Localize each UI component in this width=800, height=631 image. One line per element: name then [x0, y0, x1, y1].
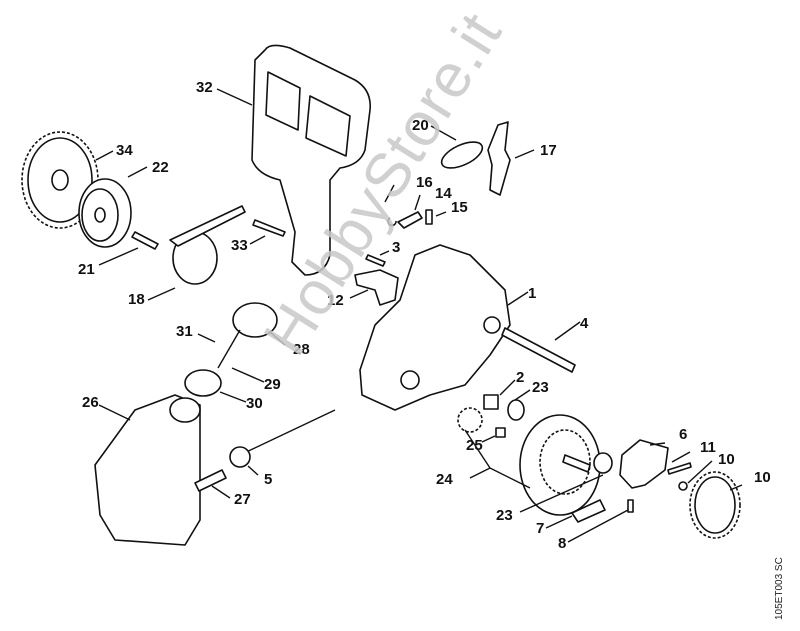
bolt-20-shape: [131, 231, 159, 250]
callout-6: 6: [679, 426, 688, 443]
callout-4: 4: [580, 315, 589, 332]
callout-33: 33: [231, 237, 248, 254]
washer-11-shape: [678, 481, 688, 491]
callout-10: 10: [754, 469, 771, 486]
callout-34: 34: [116, 142, 133, 159]
callout-1: 1: [528, 285, 537, 302]
spring-15-shape: [425, 209, 433, 225]
callout-23-lower: 23: [496, 507, 513, 524]
cap-28-shape: [232, 302, 278, 338]
callout-15: 15: [451, 199, 468, 216]
callout-2: 2: [516, 369, 525, 386]
callout-12: 11: [700, 439, 716, 456]
callout-28: 28: [293, 341, 310, 358]
lever-14-shape: [397, 211, 423, 229]
gear-34-shape: [21, 131, 99, 229]
clutch-drum-24-shape: [519, 414, 601, 516]
pump-6-shape: [619, 439, 669, 489]
callout-7: 7: [536, 520, 545, 537]
callout-19: 18: [128, 291, 145, 308]
strap-29-shape: [217, 329, 241, 369]
callout-20: 21: [78, 261, 95, 278]
callout-27: 27: [234, 491, 251, 508]
callout-25: 25: [466, 437, 483, 454]
grommet-5-shape: [229, 446, 251, 468]
callout-21: 20: [412, 117, 429, 134]
callout-32: 32: [196, 79, 213, 96]
bolt-4-shape: [501, 327, 576, 373]
filter-27-shape: [194, 469, 227, 492]
callout-31: 30: [246, 395, 263, 412]
shaft-17-shape: [354, 269, 399, 306]
fuel-tank-26-shape: [94, 394, 201, 546]
hand-guard-32-shape: [251, 44, 372, 276]
brake-band-19-shape: [169, 205, 246, 285]
pin-8-shape: [627, 499, 634, 513]
pulley-22-shape: [78, 178, 132, 248]
screw-33-shape: [252, 219, 286, 237]
washer-23b-shape: [593, 452, 613, 474]
callout-5: 5: [264, 471, 273, 488]
callout-23-upper: 23: [532, 379, 549, 396]
crankcase-1-shape: [359, 244, 511, 411]
drawing-code: 105ET003 SC: [774, 557, 785, 620]
screw-12-shape: [667, 462, 692, 475]
washer-23a-shape: [507, 399, 525, 421]
pinion-shape: [457, 407, 483, 433]
spring-21-shape: [440, 141, 484, 169]
sleeve-2-shape: [483, 394, 499, 410]
worm-7-shape: [571, 499, 606, 523]
callout-11: 10: [718, 451, 735, 468]
callout-8: 8: [558, 535, 567, 552]
clip-16-shape: [387, 217, 397, 227]
rod-5-shape: [239, 409, 336, 456]
callout-14: 14: [435, 185, 452, 202]
sprocket-10-shape: [689, 471, 741, 539]
callout-22: 22: [152, 159, 169, 176]
callout-29: 29: [264, 376, 281, 393]
callout-26: 26: [82, 394, 99, 411]
o-ring-31-shape: [184, 369, 222, 397]
pin-3-shape: [365, 254, 386, 267]
callout-17: 12: [327, 292, 344, 309]
callout-16: 16: [416, 174, 433, 191]
callout-24: 24: [436, 471, 453, 488]
brake-lever-18-shape: [487, 121, 511, 196]
needle-cage-25-shape: [495, 427, 506, 438]
callout-30: 31: [176, 323, 193, 340]
callout-3: 3: [392, 239, 401, 256]
callout-18: 17: [540, 142, 557, 159]
leader-lines: [95, 88, 743, 543]
